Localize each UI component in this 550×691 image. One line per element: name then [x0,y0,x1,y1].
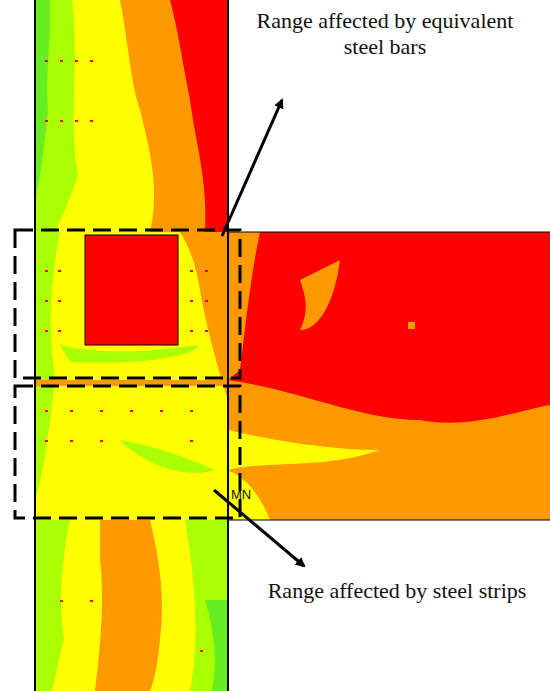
annotation-label: Range affected by steel strips [262,578,532,604]
annotation-label: Range affected by equivalent steel bars [240,8,530,61]
node-marker: MN [231,488,271,501]
